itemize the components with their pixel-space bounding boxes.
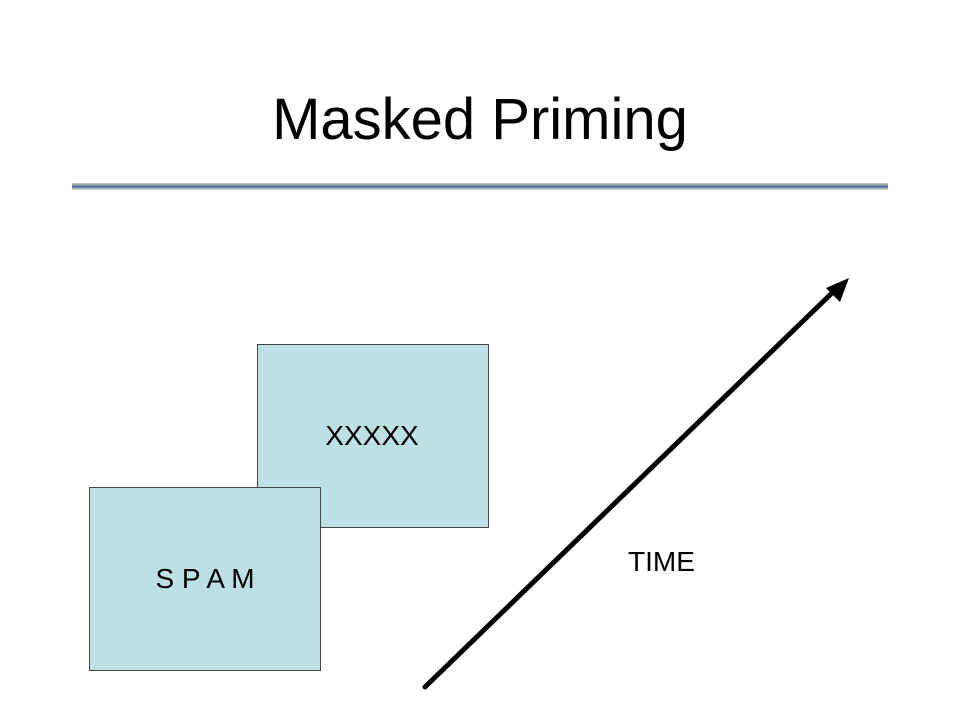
- slide-title: Masked Priming: [272, 87, 688, 152]
- prime-card: S P A M: [89, 487, 321, 671]
- prime-card-text: S P A M: [155, 563, 255, 594]
- time-arrow-head: [826, 278, 849, 302]
- title-divider: [72, 183, 888, 190]
- time-arrow-shaft: [422, 289, 836, 690]
- mask-card-text: XXXXX: [325, 420, 419, 451]
- time-label: TIME: [628, 546, 695, 577]
